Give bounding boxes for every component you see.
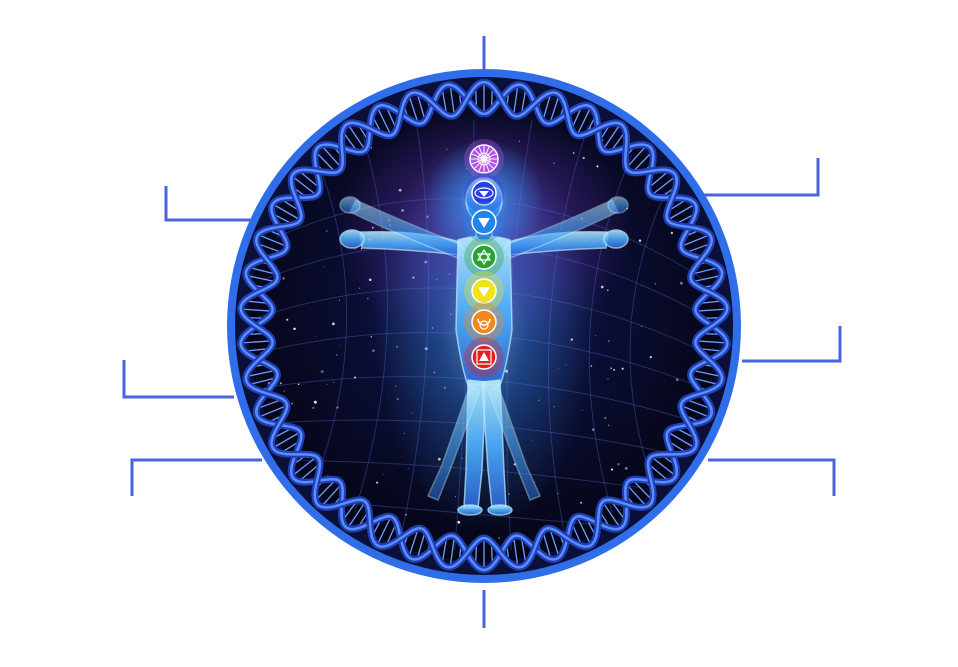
star	[286, 318, 289, 321]
chakra-heart	[464, 237, 504, 277]
star	[323, 266, 325, 268]
connector-right-2	[742, 326, 842, 363]
star	[339, 299, 340, 301]
hexagram-icon	[471, 244, 497, 270]
star	[283, 390, 286, 392]
star	[610, 367, 612, 369]
chakra-sacral	[464, 302, 504, 342]
star	[279, 382, 282, 385]
star	[675, 378, 679, 382]
connector-right-3	[708, 458, 836, 496]
star	[557, 493, 559, 495]
star	[376, 481, 379, 484]
star	[313, 400, 317, 404]
star	[370, 336, 373, 338]
star	[405, 513, 407, 516]
star	[326, 384, 328, 385]
dna-strand-b-highlight	[239, 80, 729, 569]
star	[282, 277, 285, 280]
chakra-third-eye	[464, 173, 504, 213]
star	[607, 424, 610, 427]
dna-helix-ring	[237, 78, 731, 574]
star	[604, 416, 607, 420]
star	[621, 367, 624, 370]
star	[354, 376, 357, 379]
star	[382, 473, 384, 475]
lotus-icon	[469, 144, 499, 174]
crescent-icon	[471, 309, 497, 335]
star	[335, 354, 338, 356]
star	[640, 284, 642, 286]
eye-icon	[471, 180, 497, 206]
star	[320, 370, 324, 374]
chakra-column	[464, 139, 504, 377]
star	[293, 327, 296, 331]
star	[670, 231, 674, 235]
star	[580, 501, 583, 504]
star	[332, 381, 334, 383]
inverted-triangle-icon	[471, 209, 497, 235]
chakra-solar-plexus	[464, 271, 504, 311]
connector-left-3	[130, 458, 262, 496]
star	[370, 147, 373, 149]
star	[498, 537, 501, 539]
chakra-crown	[464, 139, 504, 179]
connector-lines	[122, 36, 842, 628]
star	[325, 230, 328, 232]
star	[624, 467, 628, 470]
star	[372, 349, 375, 353]
star	[332, 322, 335, 326]
star	[595, 334, 596, 336]
star	[314, 335, 316, 337]
star	[312, 406, 315, 410]
connector-left-2	[122, 360, 234, 399]
dna-strand-a-highlight	[239, 83, 729, 572]
star	[607, 340, 610, 343]
star	[613, 368, 615, 371]
square-triangle-icon	[471, 344, 497, 370]
star	[638, 239, 642, 242]
star	[649, 356, 652, 359]
star	[611, 468, 614, 471]
star	[617, 462, 620, 466]
chakra-throat	[464, 202, 504, 242]
connector-right-1	[700, 158, 820, 197]
star	[291, 402, 293, 405]
star	[339, 345, 341, 347]
star	[640, 325, 643, 327]
connector-left-1	[164, 186, 250, 222]
human-figure	[339, 177, 629, 516]
chakra-root	[464, 337, 504, 377]
star	[336, 406, 339, 409]
inverted-triangle-icon	[471, 278, 497, 304]
star	[679, 281, 683, 285]
star	[654, 283, 657, 285]
star	[591, 428, 595, 432]
star	[298, 383, 300, 386]
star	[607, 378, 609, 380]
